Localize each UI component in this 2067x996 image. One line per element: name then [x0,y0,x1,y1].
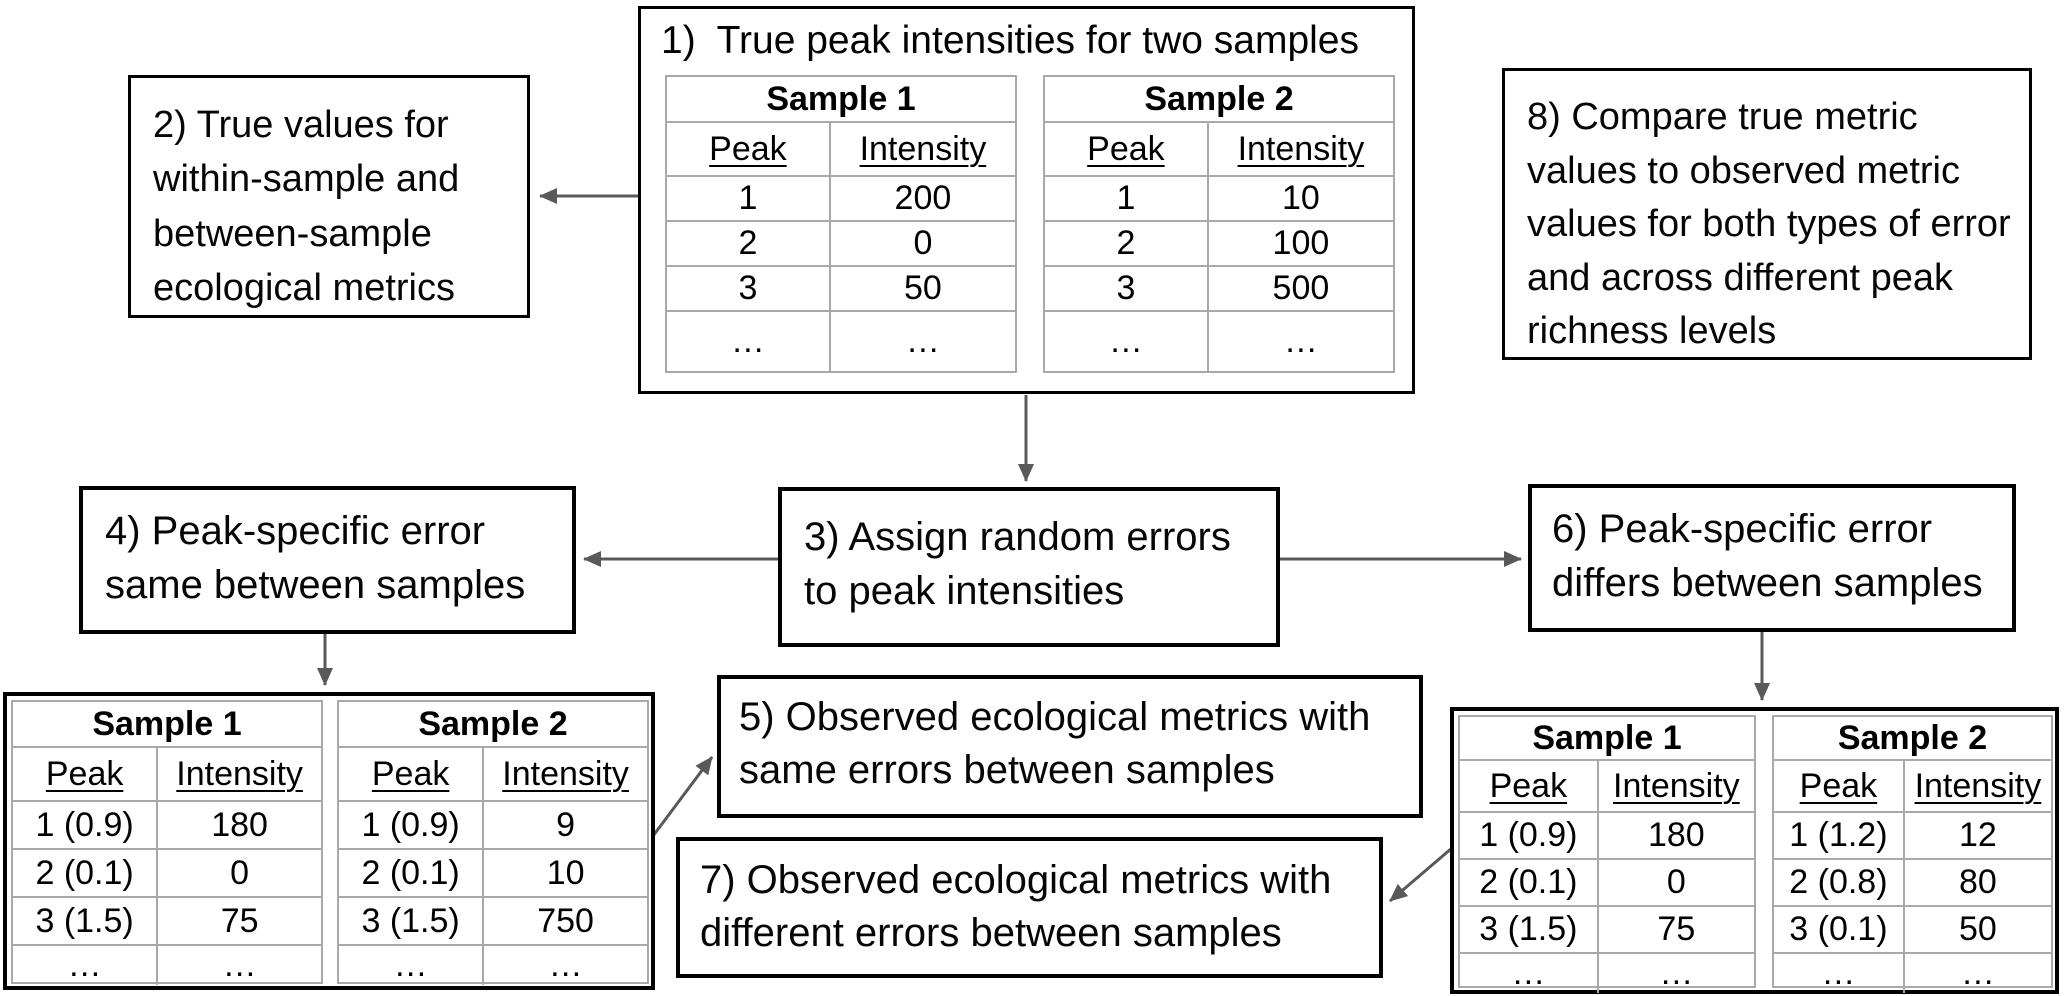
column-header-intensity: Intensity [1902,759,2051,811]
table-cell: … [1774,952,1903,993]
step3-label: 3) Assign random errors to peak intensit… [804,515,1231,613]
table-title: Sample 1 [1532,718,1682,757]
table-cell: 750 [482,896,647,944]
same-error-sample1-table: Sample 1 Peak Intensity 1 (0.9) 180 2 (0… [11,700,323,985]
column-header-intensity: Intensity [828,121,1015,175]
step7-box: 7) Observed ecological metrics with diff… [676,837,1383,978]
table-title: Sample 2 [418,704,568,743]
table-cell: 0 [1596,858,1754,905]
table-cell: 75 [156,896,321,944]
table-cell: 50 [1902,905,2051,952]
table-cell: 3 (0.1) [1774,905,1903,952]
column-header-peak: Peak [1460,759,1597,811]
true-sample2-table: Sample 2 Peak Intensity 1 10 2 100 3 500… [1043,75,1395,373]
table-cell: 50 [828,265,1015,310]
column-header-peak: Peak [1045,121,1207,175]
diff-error-sample1-table: Sample 1 Peak Intensity 1 (0.9) 180 2 (0… [1458,715,1756,993]
step7-label: 7) Observed ecological metrics with diff… [700,858,1332,955]
step6-label: 6) Peak-specific error differs between s… [1552,507,1983,605]
table-cell: 1 [1045,175,1207,220]
column-header-peak: Peak [667,121,829,175]
arrow-table-to-step7 [1389,846,1453,903]
table-cell: 3 [1045,265,1207,310]
column-header-peak: Peak [339,746,483,800]
table-cell: 1 (0.9) [339,800,483,848]
true-sample1-table: Sample 1 Peak Intensity 1 200 2 0 3 50 …… [665,75,1017,373]
table-cell: 1 (1.2) [1774,811,1903,858]
table-cell: … [482,944,647,985]
table-cell: … [828,310,1015,371]
table-cell: 1 (0.9) [1460,811,1597,858]
diff-error-sample2-table: Sample 2 Peak Intensity 1 (1.2) 12 2 (0.… [1772,715,2053,993]
table-cell: 2 (0.1) [1460,858,1597,905]
table-cell: … [1045,310,1207,371]
column-header-intensity: Intensity [156,746,321,800]
step4-label: 4) Peak-specific error same between samp… [105,509,526,607]
table-cell: 0 [156,848,321,896]
table-cell: 500 [1206,265,1393,310]
column-header-peak: Peak [13,746,157,800]
table-cell: … [156,944,321,985]
table-cell: 200 [828,175,1015,220]
table-cell: 2 [667,220,829,265]
table-cell: … [1460,952,1597,993]
table-cell: 100 [1206,220,1393,265]
column-header-peak: Peak [1774,759,1903,811]
table-cell: 12 [1902,811,2051,858]
table-cell: 2 (0.1) [13,848,157,896]
arrow-table-to-step5 [648,756,714,841]
column-header-intensity: Intensity [482,746,647,800]
table-cell: 9 [482,800,647,848]
table-cell: 2 (0.8) [1774,858,1903,905]
table-cell: 3 (1.5) [1460,905,1597,952]
table-cell: … [339,944,483,985]
same-error-tables-group: Sample 1 Peak Intensity 1 (0.9) 180 2 (0… [3,692,655,990]
column-header-intensity: Intensity [1206,121,1393,175]
step8-box: 8) Compare true metric values to observe… [1502,68,2032,360]
step4-box: 4) Peak-specific error same between samp… [79,486,576,634]
table-cell: … [13,944,157,985]
table-cell: … [1596,952,1754,993]
step2-label: 2) True values for within-sample and bet… [153,104,460,309]
table-title: Sample 1 [766,79,916,118]
table-cell: 2 [1045,220,1207,265]
table-cell: 1 [667,175,829,220]
table-cell: 180 [156,800,321,848]
table-title: Sample 2 [1837,718,1988,757]
step8-label: 8) Compare true metric values to observe… [1527,96,2011,353]
table-cell: … [1206,310,1393,371]
table-cell: 3 (1.5) [13,896,157,944]
table-cell: 3 (1.5) [339,896,483,944]
table-title: Sample 1 [92,704,242,743]
table-cell: 10 [482,848,647,896]
column-header-intensity: Intensity [1596,759,1754,811]
table-cell: 0 [828,220,1015,265]
step3-box: 3) Assign random errors to peak intensit… [778,487,1280,647]
step2-box: 2) True values for within-sample and bet… [128,75,530,318]
table-cell: … [1902,952,2051,993]
diff-error-tables-group: Sample 1 Peak Intensity 1 (0.9) 180 2 (0… [1450,707,2059,994]
step1-box: 1) True peak intensities for two samples… [638,6,1415,394]
step5-label: 5) Observed ecological metrics with same… [739,695,1371,792]
table-cell: 75 [1596,905,1754,952]
table-cell: … [667,310,829,371]
same-error-sample2-table: Sample 2 Peak Intensity 1 (0.9) 9 2 (0.1… [337,700,649,985]
step5-box: 5) Observed ecological metrics with same… [717,675,1423,818]
table-cell: 10 [1206,175,1393,220]
table-cell: 180 [1596,811,1754,858]
table-cell: 2 (0.1) [339,848,483,896]
step1-label: 1) True peak intensities for two samples [661,19,1359,62]
table-cell: 1 (0.9) [13,800,157,848]
table-cell: 3 [667,265,829,310]
table-title: Sample 2 [1144,79,1294,118]
table-cell: 80 [1902,858,2051,905]
step6-box: 6) Peak-specific error differs between s… [1528,484,2016,632]
